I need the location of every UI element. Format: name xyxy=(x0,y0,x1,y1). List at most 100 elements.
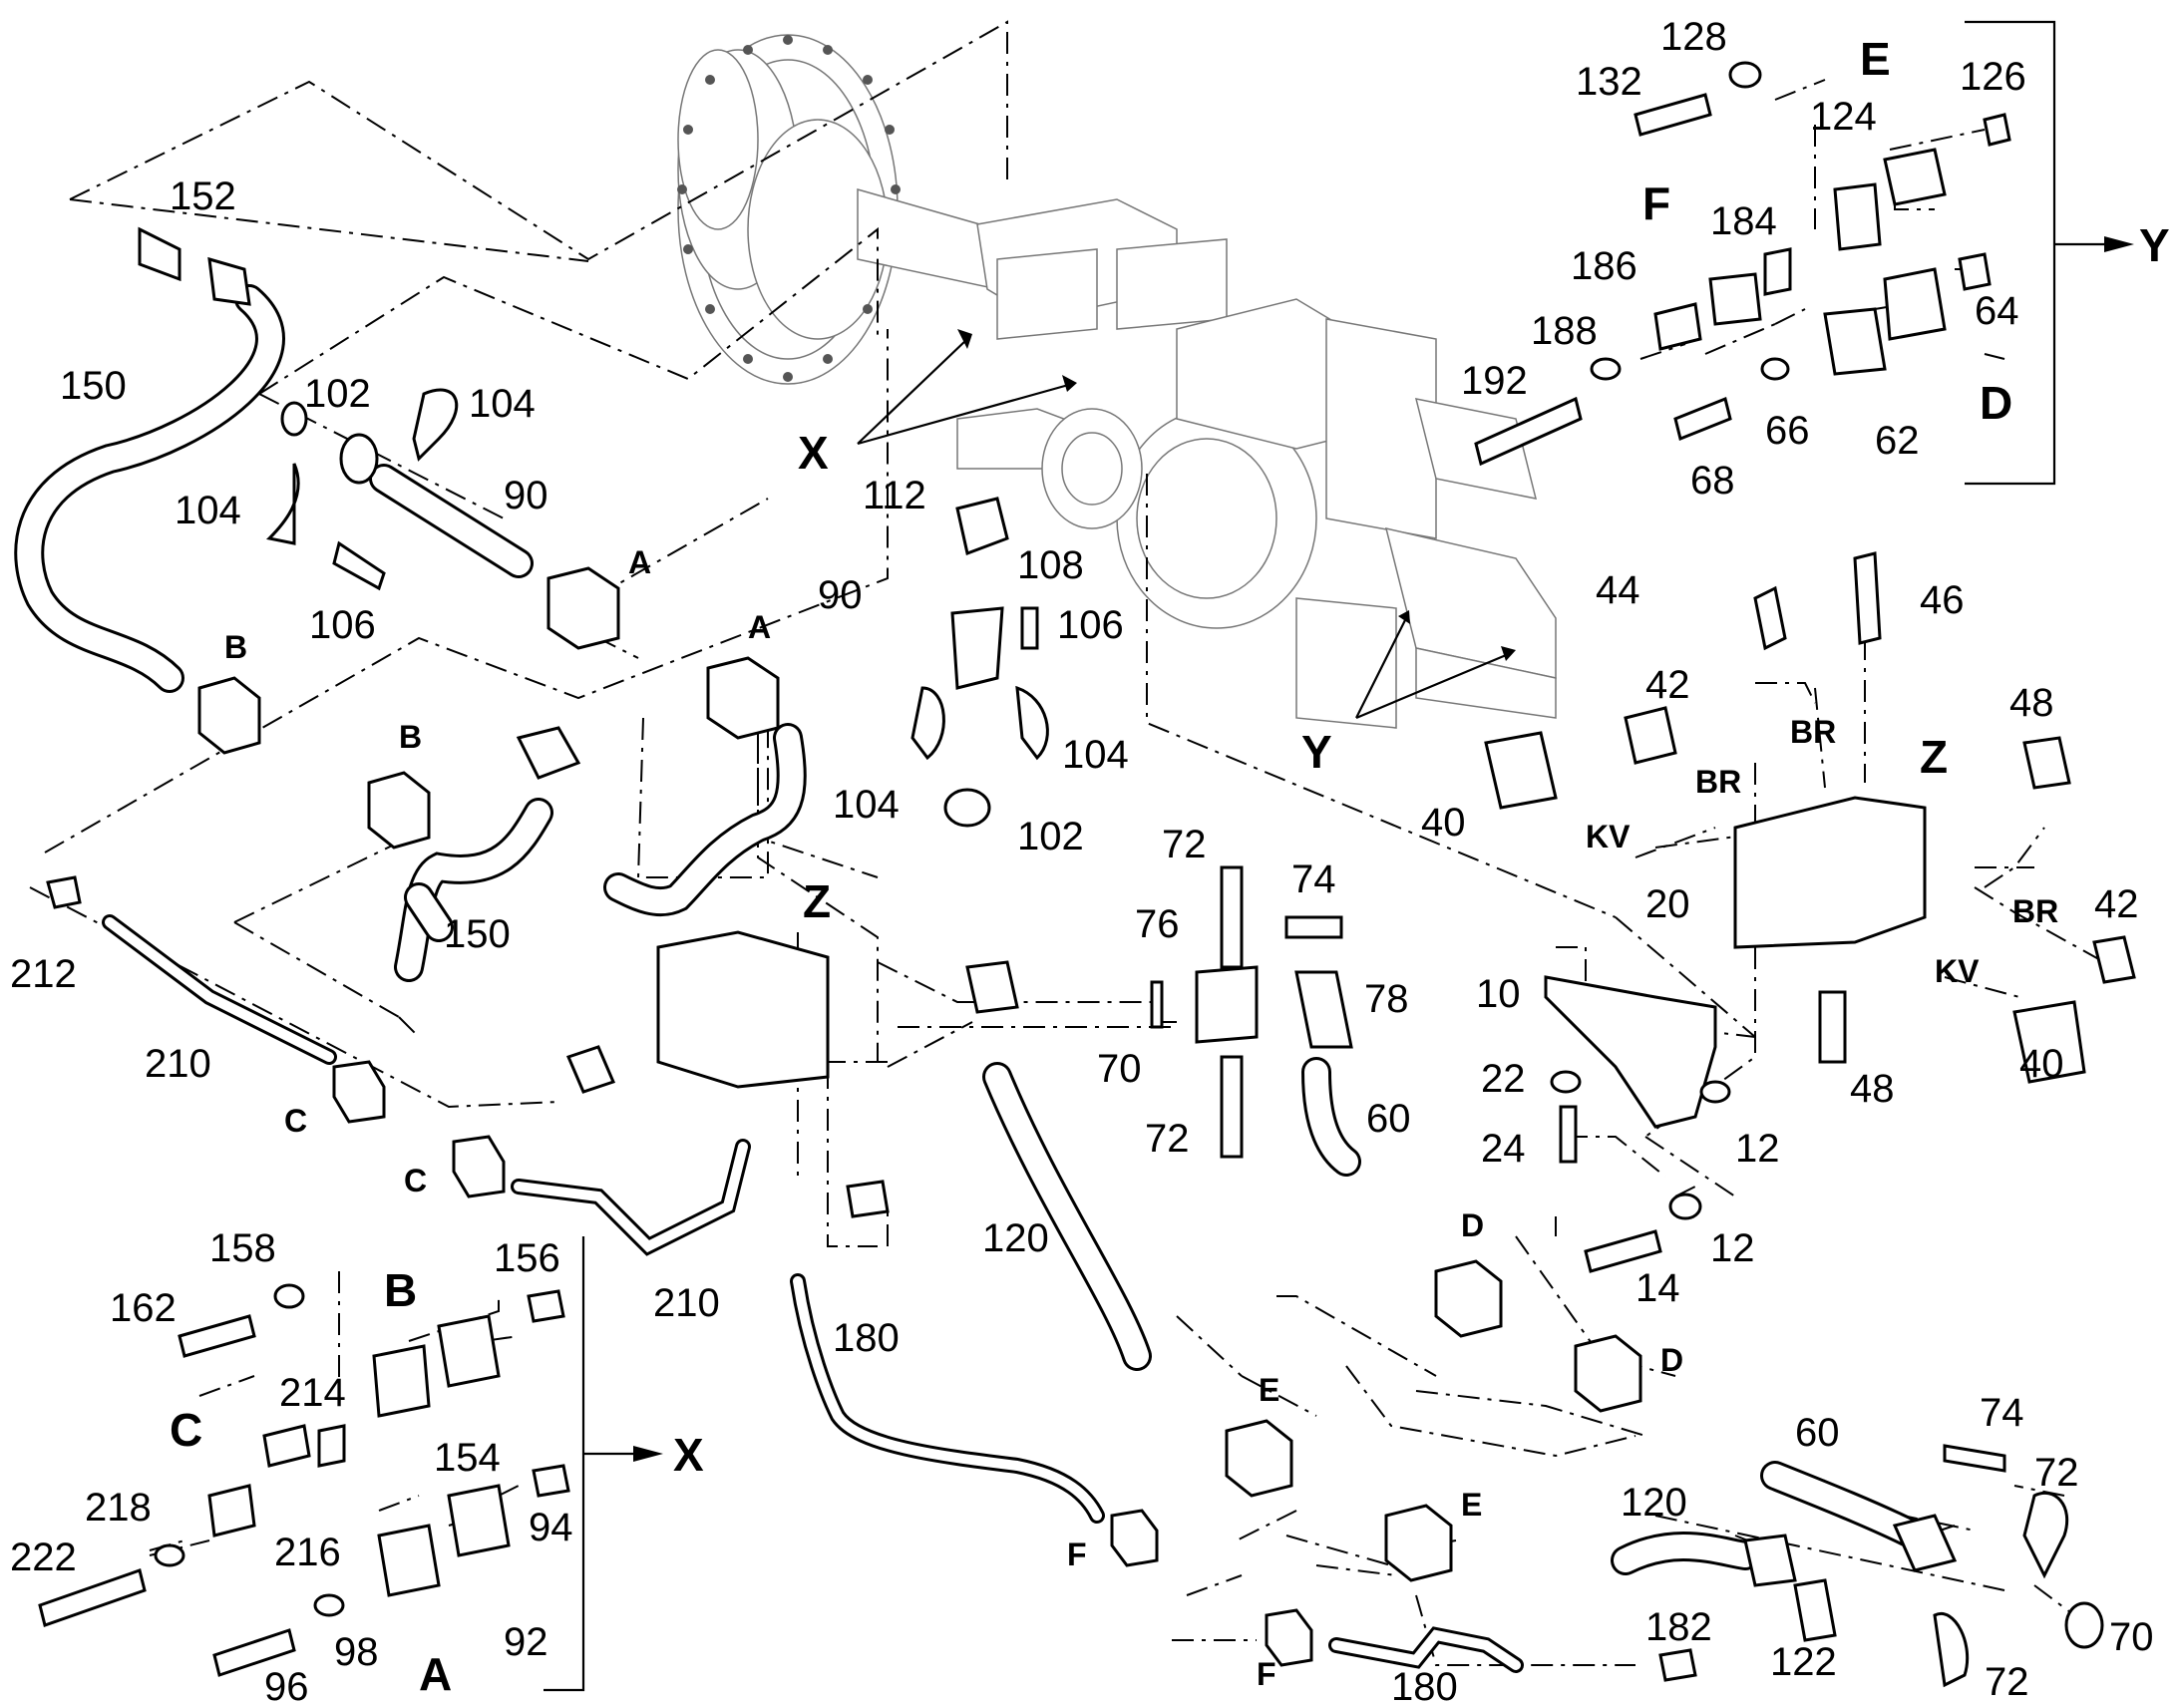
callout-112: 112 xyxy=(863,474,926,517)
callout-94: 94 xyxy=(529,1506,573,1549)
callout-150-top: 150 xyxy=(60,364,127,408)
hoses xyxy=(14,284,1930,1673)
callout-92: 92 xyxy=(504,1620,548,1664)
port-br-top: BR xyxy=(1790,714,1836,750)
callout-72-bottom: 72 xyxy=(1145,1117,1190,1161)
callout-156: 156 xyxy=(494,1236,560,1280)
callout-152: 152 xyxy=(170,174,236,218)
clamp-label-c-1: C xyxy=(284,1103,307,1139)
callout-62: 62 xyxy=(1875,419,1920,463)
port-kv-right: KV xyxy=(1935,953,1980,989)
callout-182: 182 xyxy=(1645,1605,1712,1649)
clamp-label-a-1: A xyxy=(628,544,651,580)
kit-arrows xyxy=(583,236,2134,1462)
callout-42-top: 42 xyxy=(1645,663,1690,707)
callout-98: 98 xyxy=(334,1630,379,1674)
callout-124: 124 xyxy=(1810,95,1877,139)
port-labels: BR BR KV BR KV xyxy=(1586,714,2058,989)
callout-42-right: 42 xyxy=(2094,882,2139,926)
callout-70-bottom: 70 xyxy=(2109,1615,2154,1659)
axle-label-x: X xyxy=(798,427,829,479)
callout-158: 158 xyxy=(209,1226,276,1270)
callout-20: 20 xyxy=(1645,882,1690,926)
callout-188: 188 xyxy=(1531,309,1598,353)
clamp-label-a-2: A xyxy=(748,609,771,645)
callout-120-top: 120 xyxy=(982,1216,1049,1260)
callout-12-bottom: 12 xyxy=(1710,1226,1755,1270)
callout-10: 10 xyxy=(1476,972,1521,1016)
kit-label-z-center: Z xyxy=(803,875,831,927)
callout-74-top: 74 xyxy=(1291,857,1336,901)
callout-72-lowest: 72 xyxy=(1985,1660,2029,1704)
callout-48-top: 48 xyxy=(2009,681,2054,725)
kit-labels: E F D Y B C A X Z Z X Y xyxy=(170,33,2170,1700)
callout-180-left: 180 xyxy=(833,1316,900,1360)
kit-label-y: Y xyxy=(2139,219,2170,271)
callout-64: 64 xyxy=(1975,289,2019,333)
callout-212: 212 xyxy=(10,952,77,996)
callout-74-bottom: 74 xyxy=(1980,1391,2024,1435)
callout-106-top: 106 xyxy=(309,603,376,647)
callout-180-bottom: 180 xyxy=(1391,1665,1458,1708)
callout-216: 216 xyxy=(274,1531,341,1574)
callout-72-bottom-right: 72 xyxy=(2034,1451,2079,1495)
kit-label-a: A xyxy=(419,1648,452,1700)
kit-label-e: E xyxy=(1860,33,1891,85)
callout-108: 108 xyxy=(1017,543,1084,587)
callout-12-top: 12 xyxy=(1735,1127,1780,1171)
clamp-label-e-2: E xyxy=(1461,1487,1482,1523)
callout-48-bottom: 48 xyxy=(1850,1067,1895,1111)
kit-label-z-right: Z xyxy=(1920,731,1948,783)
callout-150-mid: 150 xyxy=(444,912,511,956)
callout-68: 68 xyxy=(1690,459,1735,503)
callout-186: 186 xyxy=(1571,244,1637,288)
callout-154: 154 xyxy=(434,1436,501,1480)
clamp-label-b-2: B xyxy=(399,719,422,755)
callout-96: 96 xyxy=(264,1665,309,1708)
clamp-label-d-2: D xyxy=(1660,1342,1683,1378)
callout-106-mid: 106 xyxy=(1057,603,1124,647)
clamp-label-f-1: F xyxy=(1067,1537,1087,1572)
callout-104-top-left: 104 xyxy=(175,489,241,532)
port-kv-left: KV xyxy=(1586,819,1631,854)
callout-122: 122 xyxy=(1770,1640,1837,1684)
callout-78: 78 xyxy=(1364,977,1409,1021)
callout-60-top: 60 xyxy=(1366,1097,1411,1141)
port-br-right: BR xyxy=(2012,893,2058,929)
callout-90-top: 90 xyxy=(504,474,548,517)
clamp-label-e-1: E xyxy=(1259,1372,1279,1408)
callout-46: 46 xyxy=(1920,578,1965,622)
axle-label-y: Y xyxy=(1301,726,1332,778)
clamp-label-f-2: F xyxy=(1257,1656,1276,1692)
callout-104-mid-left: 104 xyxy=(833,783,900,827)
callout-14: 14 xyxy=(1635,1266,1680,1310)
callout-184: 184 xyxy=(1710,199,1777,243)
port-br-left: BR xyxy=(1695,764,1741,800)
callout-214: 214 xyxy=(279,1371,346,1415)
callout-104-top-right: 104 xyxy=(469,382,536,426)
callout-126: 126 xyxy=(1960,55,2026,99)
kit-label-c: C xyxy=(170,1404,202,1456)
callout-210-right: 210 xyxy=(653,1281,720,1325)
kit-label-d: D xyxy=(1980,377,2012,429)
clamp-group-labels: A A B B C C D D E E F F xyxy=(224,544,1683,1692)
callout-218: 218 xyxy=(85,1486,152,1530)
callout-192: 192 xyxy=(1461,359,1528,403)
callout-76: 76 xyxy=(1135,902,1180,946)
callout-44: 44 xyxy=(1596,568,1640,612)
clamp-label-b-1: B xyxy=(224,629,247,665)
callout-128: 128 xyxy=(1660,15,1727,59)
callout-162: 162 xyxy=(110,1286,177,1330)
callout-120-bottom: 120 xyxy=(1621,1481,1687,1525)
callout-70-top: 70 xyxy=(1097,1047,1142,1091)
clamp-label-d-1: D xyxy=(1461,1207,1484,1243)
kit-label-b: B xyxy=(384,1264,417,1316)
callout-40-right: 40 xyxy=(2019,1042,2064,1086)
callout-24: 24 xyxy=(1481,1127,1526,1171)
kit-label-f: F xyxy=(1642,177,1670,229)
callout-132: 132 xyxy=(1576,60,1642,104)
parts xyxy=(38,61,2136,1688)
callout-104-mid-right: 104 xyxy=(1062,733,1129,777)
callout-102-top: 102 xyxy=(304,372,371,416)
